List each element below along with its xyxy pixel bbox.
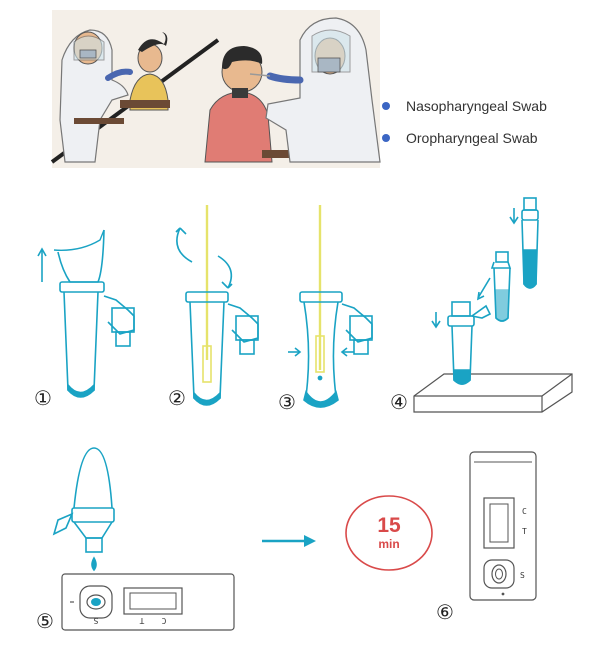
- health-worker-right: [249, 17, 381, 163]
- cassette-5-labels: S T C: [93, 616, 166, 625]
- wait-timer: 15 min: [345, 495, 433, 571]
- swab-illustration: [50, 10, 381, 168]
- step-number-1: ①: [34, 386, 52, 410]
- cassette-5-control-label: C: [161, 616, 166, 625]
- timer-unit: min: [378, 537, 399, 551]
- legend-label: Oropharyngeal Swab: [406, 130, 538, 146]
- step-number-3: ③: [278, 390, 296, 414]
- step-3-squeeze-tube: [288, 205, 373, 408]
- legend-item-nasopharyngeal: Nasopharyngeal Swab: [382, 98, 602, 114]
- legend-label: Nasopharyngeal Swab: [406, 98, 547, 114]
- cassette-5-test-label: T: [139, 616, 144, 625]
- cassette-6-control-label: C: [522, 507, 527, 516]
- step-4-assemble-dropper: [413, 197, 573, 413]
- step-1-open-tube: [37, 229, 135, 398]
- cassette-6-test-label: T: [522, 527, 527, 536]
- step-number-5: ⑤: [36, 609, 54, 633]
- step-number-2: ②: [168, 386, 186, 410]
- cassette-6-sample-label: S: [520, 571, 525, 580]
- legend-dot-icon: [382, 134, 390, 143]
- timer-value: 15: [377, 514, 401, 537]
- step-6-read-result: C T S: [469, 451, 537, 601]
- health-worker-left: [59, 29, 133, 163]
- patient-boy: [204, 46, 352, 163]
- cassette-5-sample-label: S: [93, 616, 98, 625]
- patient-woman: [74, 32, 170, 124]
- step-number-4: ④: [390, 390, 408, 414]
- legend-item-oropharyngeal: Oropharyngeal Swab: [382, 130, 602, 146]
- step-5-add-drops: [52, 447, 235, 631]
- step-2-insert-swab: [175, 205, 259, 406]
- next-arrow: [262, 535, 316, 547]
- step-number-6: ⑥: [436, 600, 454, 624]
- legend-dot-icon: [382, 102, 390, 111]
